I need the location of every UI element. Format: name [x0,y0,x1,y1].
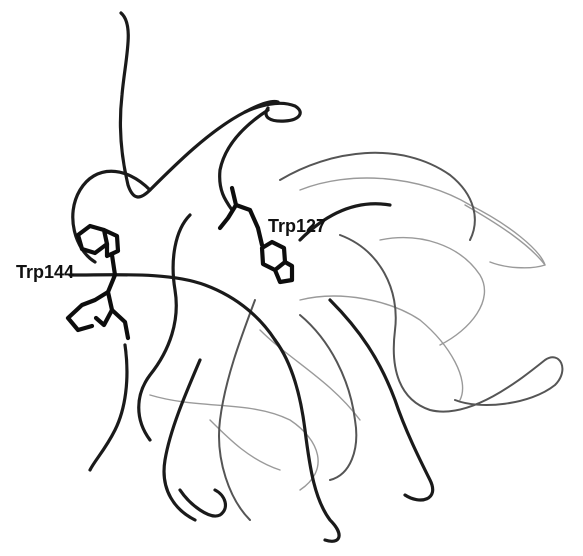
backbone-dark-bottom-curl [180,490,225,516]
backbone-dark-bottom-right-loop [275,340,339,541]
backbone-light-segment-5 [260,330,360,420]
backbone-dark-lower-left-hook [90,345,127,470]
backbone-dark-top-strand [120,13,278,197]
backbone-light-segment-1 [300,178,545,265]
backbone-dark-upper-descent [220,110,268,210]
backbone-light-segment-3 [300,296,463,400]
backbone-light-segment-7 [465,205,545,268]
trp144-chain [96,255,115,325]
backbone-light-segment-6 [210,420,280,470]
backbone-mid-segment-2 [340,235,562,412]
label-trp144: Trp144 [16,262,74,282]
backbone-mid [219,153,562,520]
trp127-indole-ring-6 [262,242,285,270]
backbone-mid-segment-3 [219,300,255,520]
backbone-dark-lower-loop [164,360,200,520]
backbone-far [150,178,545,490]
trp127-bond [236,205,262,245]
label-trp127: Trp127 [268,216,326,236]
backbone-near [70,13,433,541]
backbone-dark-upper-loop [245,103,300,121]
trp144-lower-branch [112,310,128,338]
